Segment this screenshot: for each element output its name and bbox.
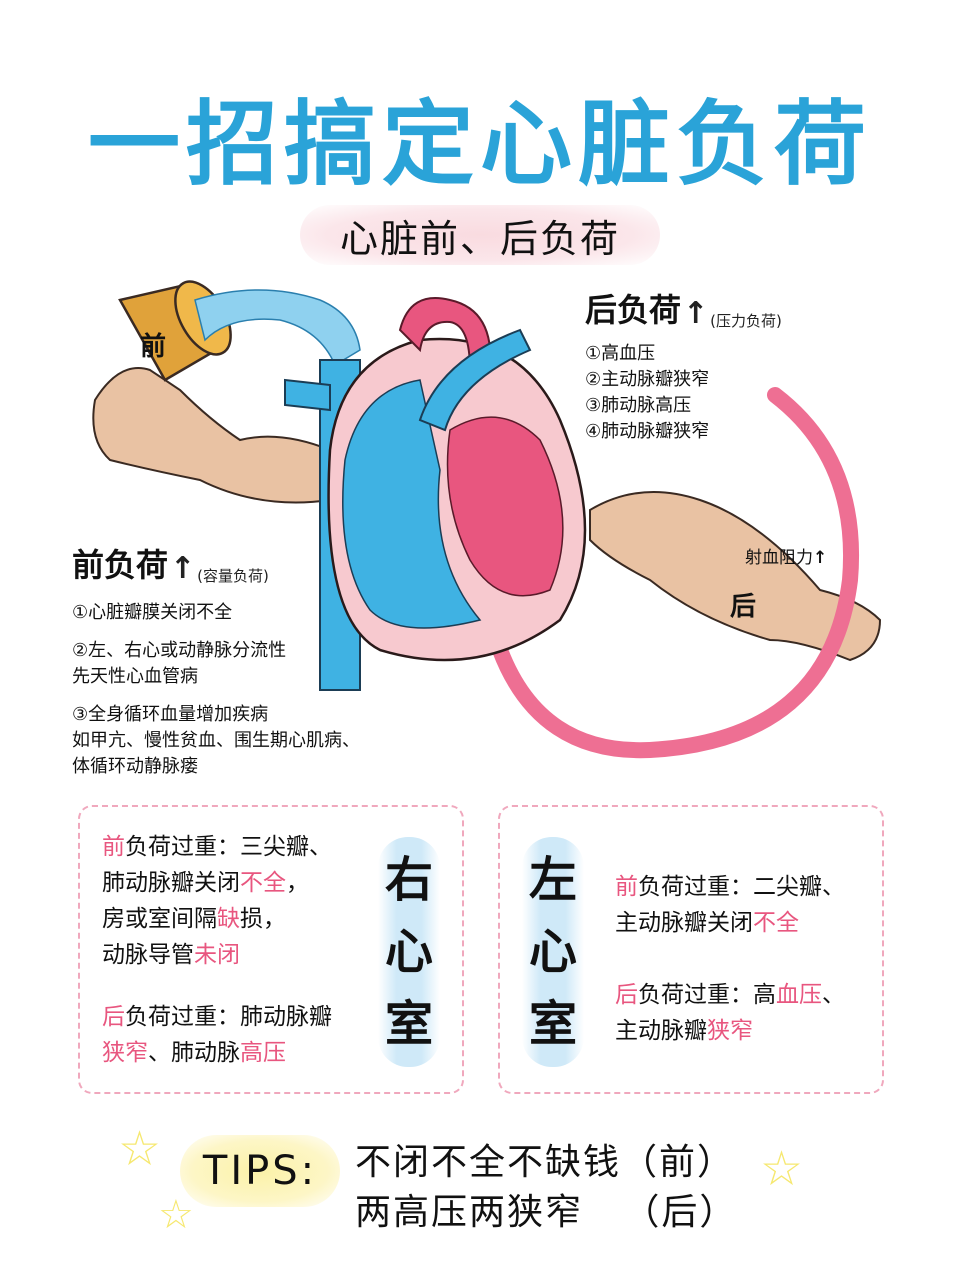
right-arm (589, 491, 882, 662)
right-heart (342, 379, 482, 629)
afterload-item: ②主动脉瓣狭窄 (585, 369, 710, 390)
svg-text:后: 后 (730, 592, 756, 622)
preload-item: ①心脏瓣膜关闭不全 (72, 602, 233, 623)
afterload-item: ④肺动脉瓣狭窄 (585, 421, 710, 442)
afterload-heading: 后负荷 (585, 291, 682, 329)
lv-title: 左 心 室 (522, 837, 584, 1067)
lv-afterload-text: 后负荷过重：高血压、 主动脉瓣狭窄 (615, 982, 845, 1044)
arrow-up-icon: ↑ (170, 551, 196, 586)
lv-preload-text: 前负荷过重：二尖瓣、 主动脉瓣关闭不全 (615, 874, 845, 936)
rv-afterload-text: 后负荷过重：肺动脉瓣 狭窄、肺动脉高压 (102, 1004, 332, 1066)
tips-label: TIPS: (202, 1148, 318, 1194)
tips-badge: TIPS: (180, 1135, 340, 1207)
preload-item-cont: 先天性心血管病 (72, 666, 198, 687)
tips-line-afterload: 两高压两狭窄 （后） (355, 1192, 738, 1233)
left-heart (446, 416, 564, 597)
svg-text:射血阻力↑: 射血阻力↑ (745, 548, 827, 568)
afterload-section: 后负荷 ↑ (压力负荷) ①高血压 ②主动脉瓣狭窄 ③肺动脉高压 ④肺动脉瓣狭窄 (585, 285, 782, 445)
preload-section: 前负荷 ↑ (容量负荷) ①心脏瓣膜关闭不全 ②左、右心或动静脉分流性 先天性心… (72, 540, 360, 780)
left-ventricle-card: 左 心 室 前负荷过重：二尖瓣、 主动脉瓣关闭不全 后负荷过重：高血压、 主动脉… (498, 805, 884, 1094)
arrow-up-icon: ↑ (683, 296, 709, 331)
afterload-item: ③肺动脉高压 (585, 395, 692, 416)
preload-heading: 前负荷 (72, 546, 169, 584)
preload-item-cont: 如甲亢、慢性贫血、围生期心肌病、 (72, 730, 360, 751)
preload-item-cont: 体循环动静脉瘘 (72, 756, 198, 777)
preload-item: ③全身循环血量增加疾病 (72, 704, 269, 725)
star-icon: ☆ (760, 1141, 804, 1197)
heart-illustration: 前 后 射血阻力↑ (92, 280, 882, 759)
afterload-item: ①高血压 (585, 343, 656, 364)
star-icon: ☆ (118, 1121, 162, 1177)
preload-paren: (容量负荷) (197, 567, 269, 585)
afterload-paren: (压力负荷) (710, 312, 782, 330)
subtitle-banner: 心脏前、后负荷 (300, 205, 660, 265)
tips-line-preload: 不闭不全不缺钱（前） (355, 1142, 736, 1183)
rv-preload-text: 前负荷过重：三尖瓣、 肺动脉瓣关闭不全， 房或室间隔缺损， 动脉导管未闭 (102, 834, 332, 968)
page-title: 一招搞定心脏负荷 (87, 90, 872, 198)
svg-text:前: 前 (140, 331, 166, 362)
preload-item: ②左、右心或动静脉分流性 (72, 640, 287, 661)
star-icon: ☆ (158, 1192, 194, 1238)
right-ventricle-card: 前负荷过重：三尖瓣、 肺动脉瓣关闭不全， 房或室间隔缺损， 动脉导管未闭 后负荷… (78, 805, 464, 1094)
pulmonary-artery (418, 328, 532, 432)
elastic-band (492, 387, 859, 759)
water-stream (194, 289, 361, 367)
rv-title: 右 心 室 (378, 837, 440, 1067)
subtitle: 心脏前、后负荷 (339, 216, 620, 261)
